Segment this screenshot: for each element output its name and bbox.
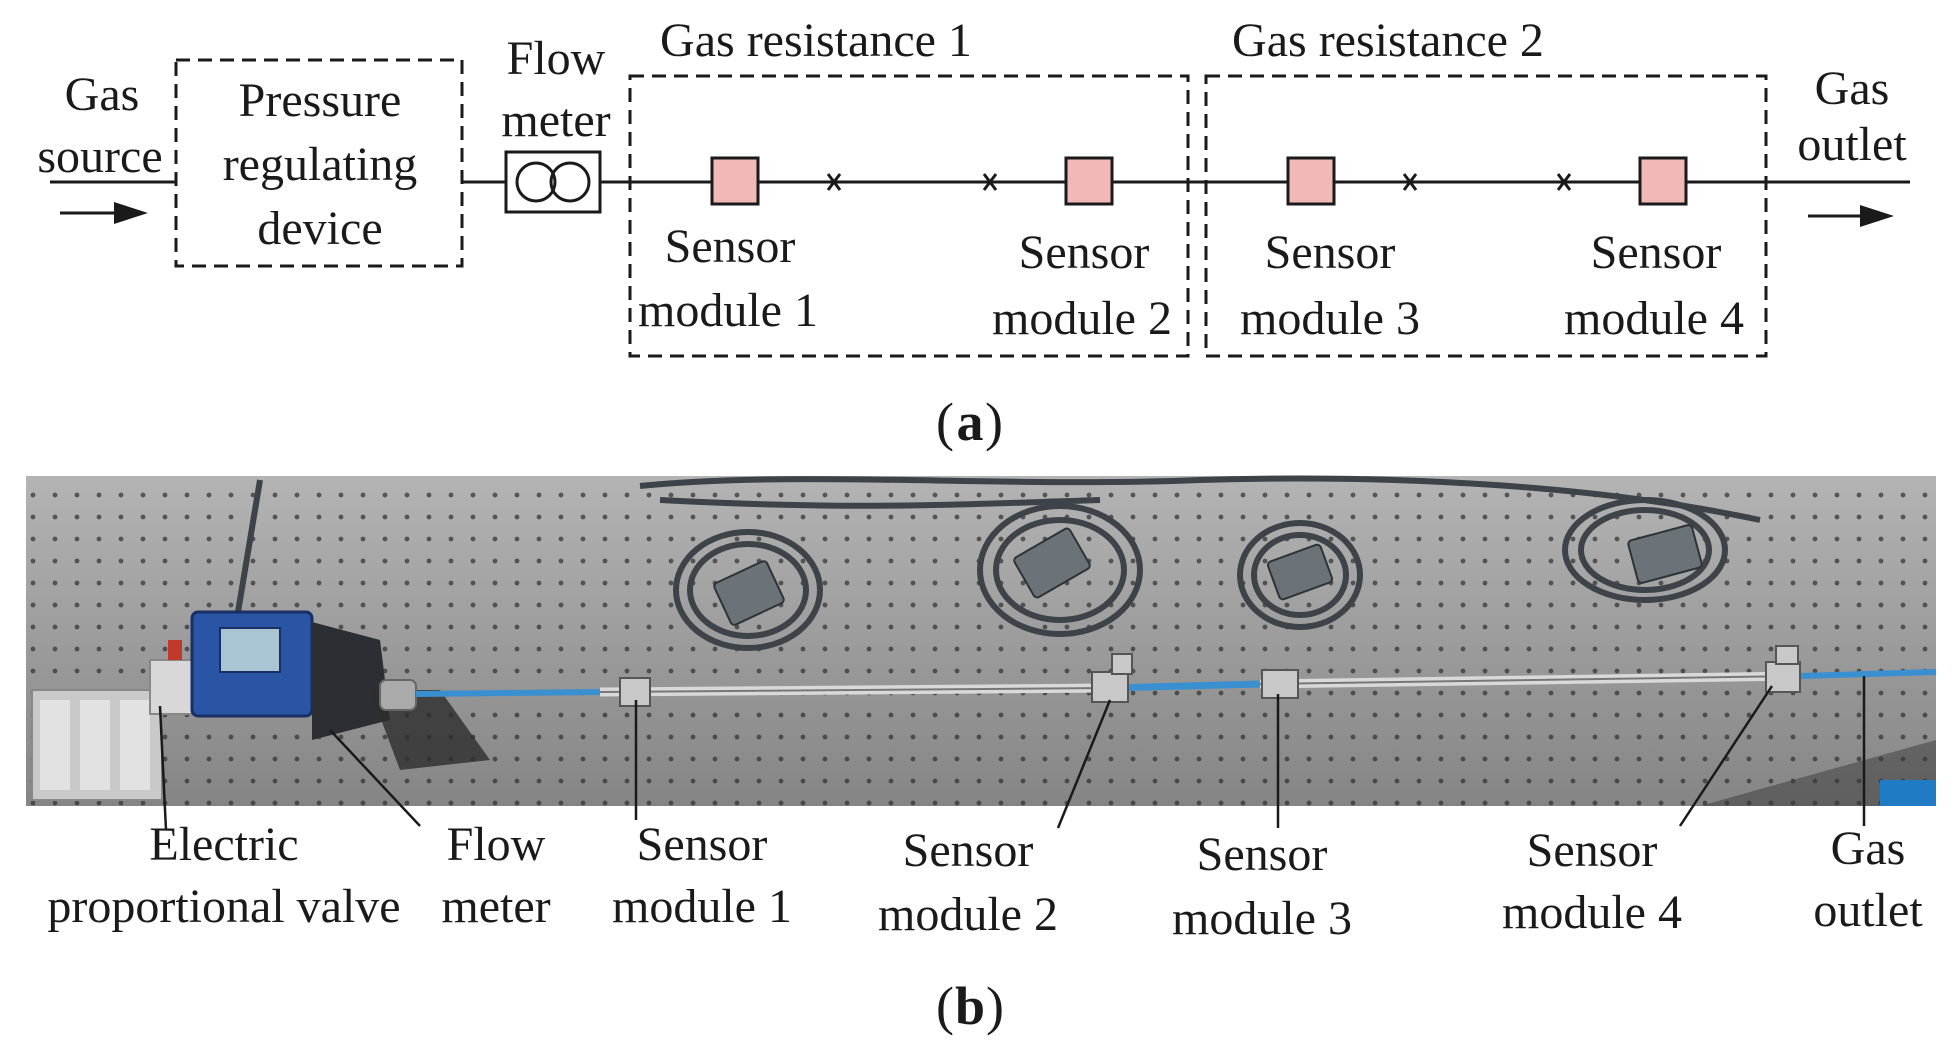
pressure-device-label-3: device: [257, 202, 382, 255]
blue-outlet-tube: [1799, 669, 1937, 679]
pipe-joint-markers: [826, 173, 1572, 191]
b-sensor-3-label-2: module 3: [1172, 892, 1352, 945]
pressure-regulating-device-box: [174, 58, 464, 268]
gas-resistance-1-label: Gas resistance 1: [660, 14, 972, 67]
sensor-transmitter-boxes: [713, 524, 1703, 626]
svg-text:): ): [985, 392, 1003, 452]
a-sensor-1-label-2: module 1: [638, 284, 818, 337]
b-flow-meter-label-1: Flow: [447, 818, 546, 871]
panel-b-label: ( b ): [936, 976, 1004, 1036]
a-sensor-1-label-1: Sensor: [665, 220, 796, 273]
a-sensor-4-label-2: module 4: [1564, 292, 1744, 345]
schematic-diagram: Gas source Pressure regulating device Fl…: [37, 14, 1910, 452]
b-sensor-4-label-1: Sensor: [1527, 824, 1658, 877]
pressure-device-label-1: Pressure: [239, 74, 402, 127]
sensor-module-2-square: [1064, 156, 1114, 206]
a-sensor-2-label-1: Sensor: [1019, 226, 1150, 279]
callout-leader-lines: [158, 676, 1866, 831]
electric-valve-label-1: Electric: [149, 818, 298, 871]
a-sensor-2-label-2: module 2: [992, 292, 1172, 345]
flow-meter-label-2: meter: [501, 94, 610, 147]
b-flow-meter-label-2: meter: [441, 880, 550, 933]
electric-valve-label-2: proportional valve: [47, 880, 400, 933]
b-gas-outlet-label-1: Gas: [1831, 822, 1906, 875]
sensor-cable-coils: [227, 475, 1761, 661]
a-sensor-3-label-1: Sensor: [1265, 226, 1396, 279]
panel-b-letter: b: [955, 976, 985, 1036]
outlet-arrow-icon: [1808, 205, 1894, 227]
b-sensor-1-label-1: Sensor: [637, 818, 768, 871]
b-sensor-4-label-2: module 4: [1502, 886, 1682, 939]
inlet-arrow-icon: [60, 202, 148, 224]
b-sensor-2-label-1: Sensor: [903, 824, 1034, 877]
b-sensor-3-label-1: Sensor: [1197, 828, 1328, 881]
b-gas-outlet-label-2: outlet: [1813, 884, 1923, 937]
sensor-module-1-square: [710, 156, 760, 206]
pressure-device-label-2: regulating: [223, 138, 418, 191]
b-sensor-2-label-2: module 2: [878, 888, 1058, 941]
gas-outlet-label-2: outlet: [1797, 118, 1907, 171]
panel-a-letter: a: [957, 392, 984, 452]
sensor-module-4-square: [1638, 156, 1688, 206]
flow-meter-label-1: Flow: [507, 32, 606, 85]
gas-resistance-2-label: Gas resistance 2: [1232, 14, 1544, 67]
gas-resistance-2-box: [1204, 74, 1768, 358]
experimental-setup-photo: Electric proportional valve Flow meter S…: [26, 475, 1937, 1036]
svg-text:): ): [986, 976, 1004, 1036]
a-sensor-3-label-2: module 3: [1240, 292, 1420, 345]
b-sensor-1-label-2: module 1: [612, 880, 792, 933]
flow-meter-symbol: [504, 150, 602, 214]
gas-source-label-2: source: [37, 130, 162, 183]
sensor-module-3-square: [1286, 156, 1336, 206]
flow-meter-device: [190, 610, 490, 770]
panel-a-label: ( a ): [936, 392, 1003, 452]
svg-text:(: (: [936, 976, 954, 1036]
blue-inlet-tube: [415, 689, 601, 697]
gas-outlet-label-1: Gas: [1815, 62, 1890, 115]
blue-connector-tube: [1109, 680, 1261, 692]
gas-source-label-1: Gas: [65, 68, 140, 121]
a-sensor-4-label-1: Sensor: [1591, 226, 1722, 279]
svg-text:(: (: [936, 392, 954, 452]
